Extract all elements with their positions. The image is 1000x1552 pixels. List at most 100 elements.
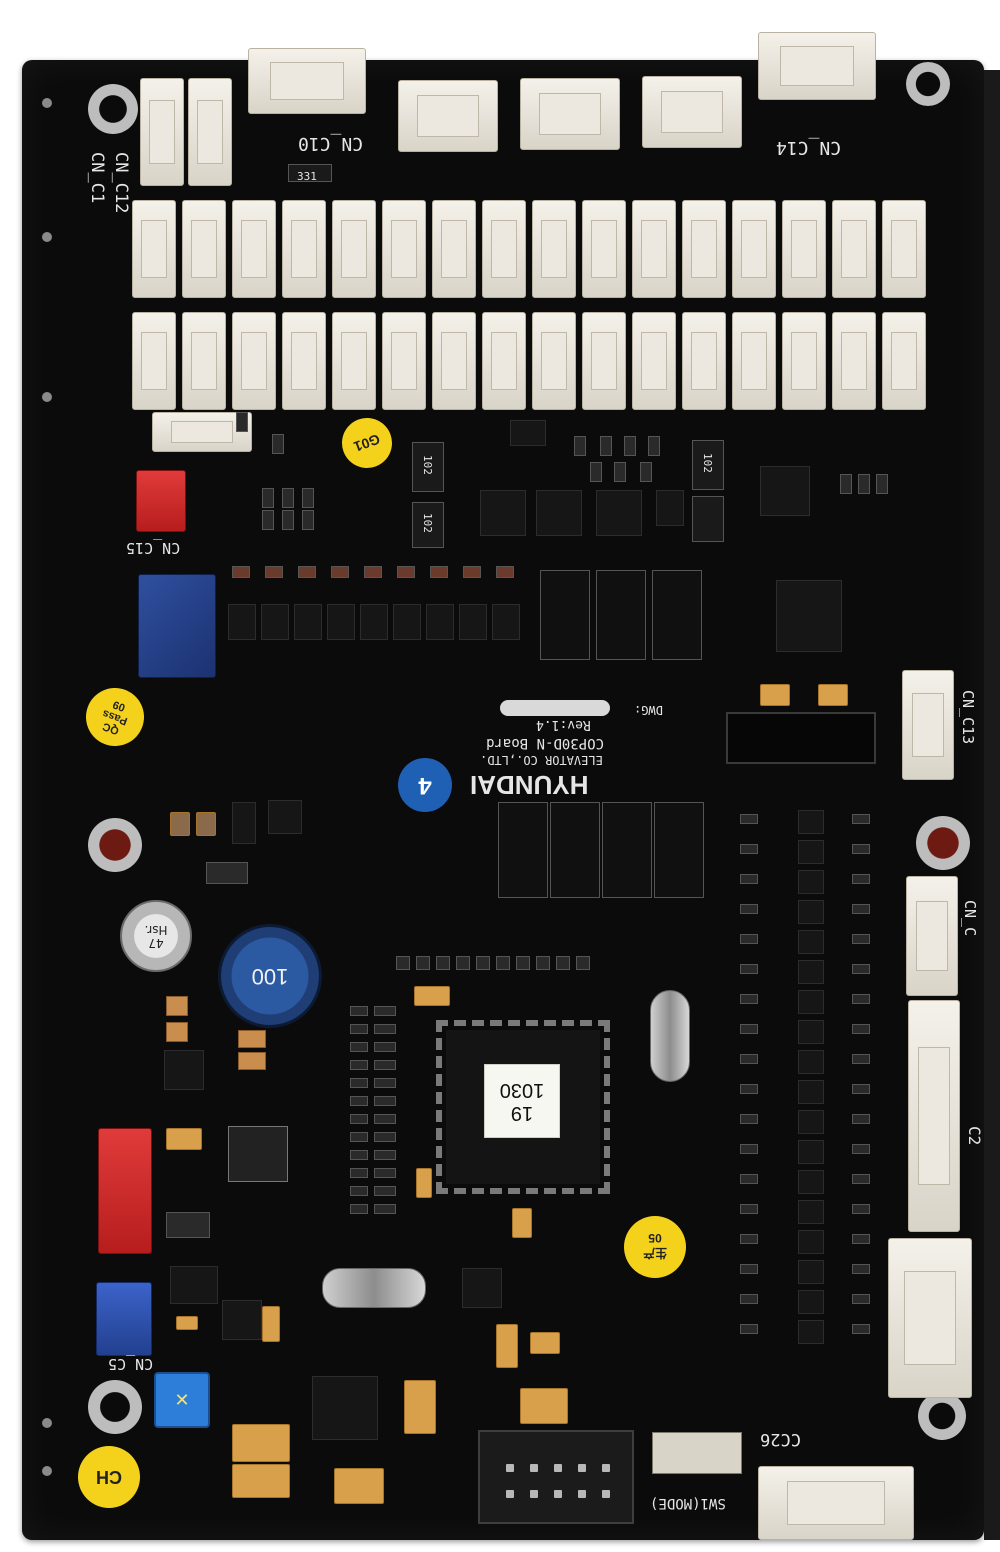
res-col-a-13 (740, 1174, 758, 1184)
connector-cn-c12 (188, 78, 232, 186)
res-arr-l-2 (374, 1024, 396, 1034)
label-sw-mode: SW1(MODE) (650, 1495, 726, 1511)
res-arr-t-5 (476, 956, 490, 970)
label-cn-c10: CN_C10 (298, 133, 364, 154)
res-col-b-10 (852, 1084, 870, 1094)
mcu-label-line1: 19 (510, 1102, 534, 1124)
smd-14 (840, 474, 852, 494)
opto-res-2 (265, 566, 283, 578)
res-col-b-2 (852, 844, 870, 854)
res-arr-l-9 (374, 1150, 396, 1160)
cap-tant-4 (232, 1464, 290, 1498)
opto-col-15 (798, 1230, 824, 1254)
cap-tant-8 (496, 1324, 518, 1368)
opto-col-4 (798, 900, 824, 924)
sticker-ch: CH (78, 1446, 140, 1508)
label-strip (500, 700, 610, 716)
opto-col-8 (798, 1020, 824, 1044)
header-pin-6 (506, 1490, 514, 1498)
res-arr-l-5 (374, 1078, 396, 1088)
opto-6 (393, 604, 421, 640)
connector-row1-15 (832, 200, 876, 298)
cap-tant-12 (512, 1208, 532, 1238)
res-col-a-17 (740, 1294, 758, 1304)
res-col-a-10 (740, 1084, 758, 1094)
label-cn-c13: CN_C13 (959, 690, 977, 745)
res-col-b-17 (852, 1294, 870, 1304)
res-col-b-3 (852, 874, 870, 884)
res-col-a-16 (740, 1264, 758, 1274)
res-col-b-16 (852, 1264, 870, 1274)
mcu-label: 19 1030 (484, 1064, 560, 1138)
label-cc26: CC26 (760, 1429, 801, 1449)
header-pin-7 (530, 1490, 538, 1498)
res-arr-l2-2 (350, 1024, 368, 1034)
via-4 (42, 1466, 52, 1476)
res-arr-l2-3 (350, 1042, 368, 1052)
opto-col-18 (798, 1320, 824, 1344)
opto-1 (228, 604, 256, 640)
connector-cn-side (906, 876, 958, 996)
res-col-a-12 (740, 1144, 758, 1154)
dip-switch[interactable] (652, 1432, 742, 1474)
res-col-a-11 (740, 1114, 758, 1124)
res-col-a-8 (740, 1024, 758, 1034)
connector-top-4 (642, 76, 742, 148)
res-arr-t-7 (516, 956, 530, 970)
resistor-331: 331 (288, 164, 332, 182)
smd-11 (590, 462, 602, 482)
opto-res-8 (463, 566, 481, 578)
opto-res-1 (232, 566, 250, 578)
res-arr-l-12 (374, 1204, 396, 1214)
connector-top-2 (398, 80, 498, 152)
opto-7 (426, 604, 454, 640)
res-col-b-15 (852, 1234, 870, 1244)
res-arr-l2-4 (350, 1060, 368, 1070)
smd-9 (624, 436, 636, 456)
opto-2 (261, 604, 289, 640)
header-pin-4 (578, 1464, 586, 1472)
smd-10 (648, 436, 660, 456)
resistor-102-a: 102 (412, 442, 444, 492)
res-arr-l2-5 (350, 1078, 368, 1088)
label-c2: C2 (965, 1126, 984, 1146)
connector-row2-7 (432, 312, 476, 410)
connector-right-lower (888, 1238, 972, 1398)
mcu-label-line2: 1030 (499, 1079, 545, 1101)
ic-u4 (760, 466, 810, 516)
opto-col-3 (798, 870, 824, 894)
connector-blue-lower (96, 1282, 152, 1356)
smd-12 (614, 462, 626, 482)
res-arr-l-3 (374, 1042, 396, 1052)
potentiometer[interactable]: ✕ (154, 1372, 210, 1428)
ic-u3 (596, 490, 642, 536)
via-1 (42, 232, 52, 242)
res-col-b-14 (852, 1204, 870, 1214)
connector-row2-16 (882, 312, 926, 410)
connector-row2-5 (332, 312, 376, 410)
res-arr-l-4 (374, 1060, 396, 1070)
ic-lower-mid-2 (462, 1268, 502, 1308)
connector-top-3 (520, 78, 620, 150)
transistor (510, 420, 546, 446)
header-pin-3 (554, 1464, 562, 1472)
connector-row1-4 (282, 200, 326, 298)
connector-row2-11 (632, 312, 676, 410)
connector-horizontal (152, 412, 252, 452)
res-col-a-5 (740, 934, 758, 944)
connector-row2-15 (832, 312, 876, 410)
connector-cn-c13 (902, 670, 954, 780)
smd-13 (640, 462, 652, 482)
res-col-b-18 (852, 1324, 870, 1334)
resistor-102-c: 102 (692, 440, 724, 490)
res-col-a-2 (740, 844, 758, 854)
ceramic-b (196, 812, 216, 836)
res-arr-t-8 (536, 956, 550, 970)
cap-tant-7 (520, 1388, 568, 1424)
connector-red-lower (98, 1128, 152, 1254)
res-arr-t-2 (416, 956, 430, 970)
connector-row2-3 (232, 312, 276, 410)
opto-5 (360, 604, 388, 640)
opto-res-5 (364, 566, 382, 578)
smd-18 (272, 434, 284, 454)
